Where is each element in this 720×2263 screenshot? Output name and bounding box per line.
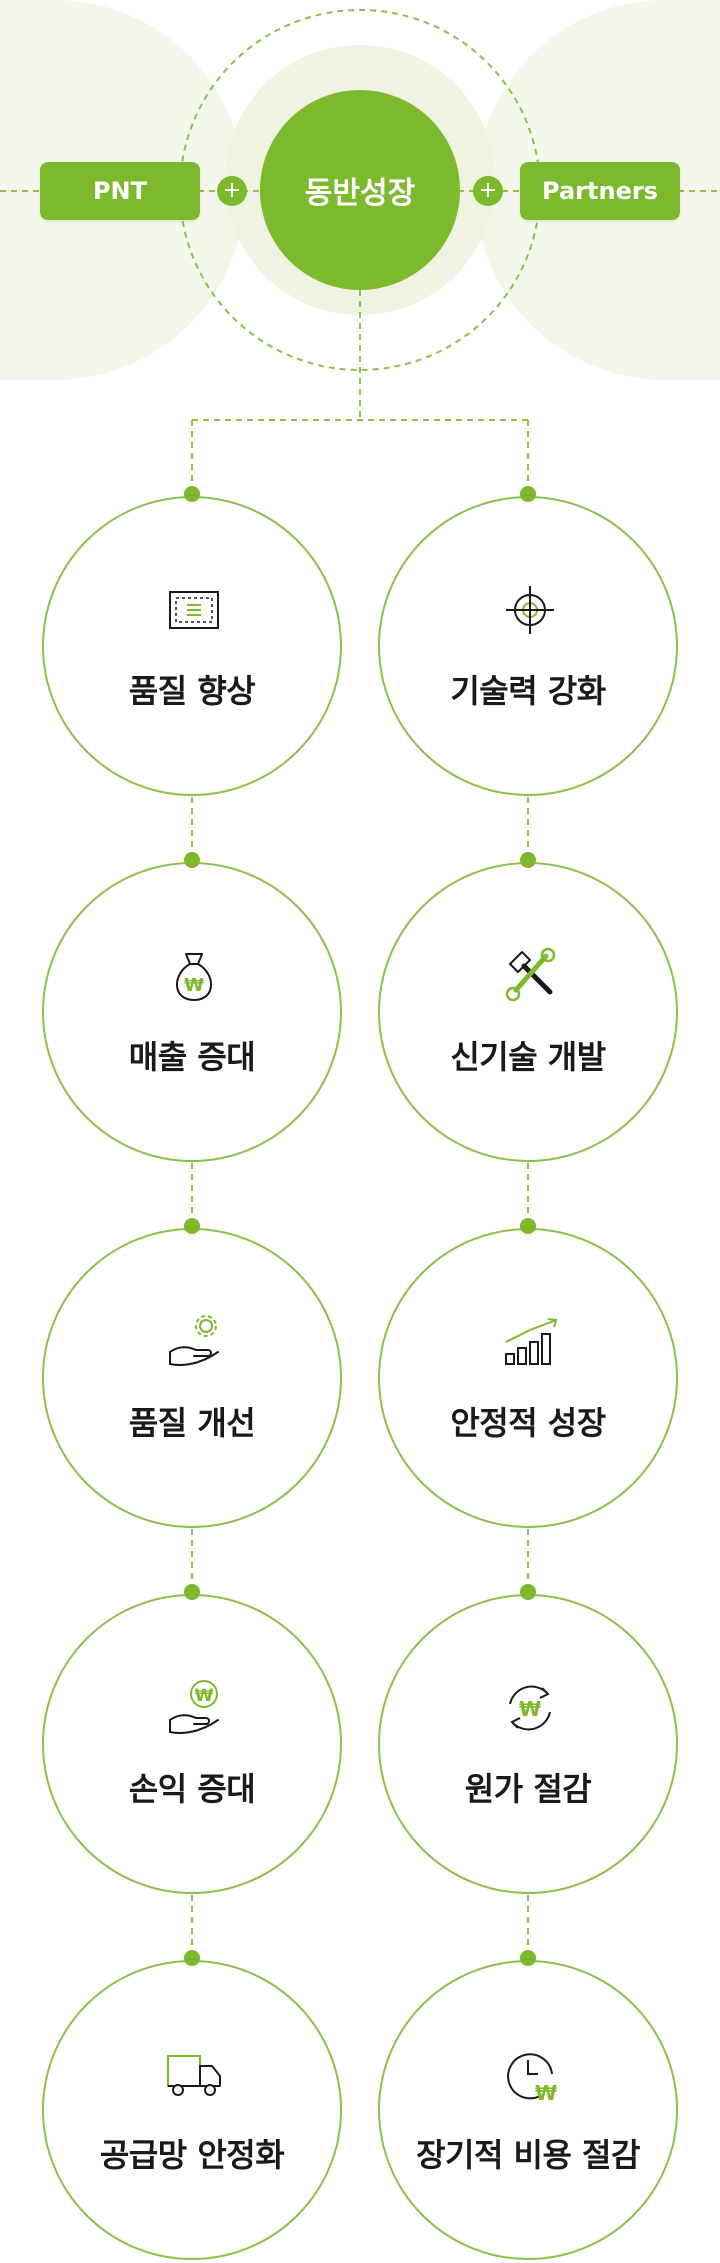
money-bag-won-icon: ₩ (176, 953, 212, 1002)
node-sales-increase: ₩ 매출 증대 (42, 862, 342, 1162)
node-label: 손익 증대 (128, 1770, 256, 1808)
node-supply-chain-stabilization: 공급망 안정화 (42, 1960, 342, 2260)
node-quality-enhancement: 품질 개선 (42, 1228, 342, 1528)
svg-text:₩: ₩ (195, 1686, 214, 1706)
hub-label: 동반성장 (304, 176, 416, 211)
node-cost-reduction: ₩ 원가 절감 (378, 1594, 678, 1894)
node-profit-increase: ₩ 손익 증대 (42, 1594, 342, 1894)
connector-dot (520, 1218, 536, 1234)
node-tech-strengthening: 기술력 강화 (378, 496, 678, 796)
crosshair-target-icon (506, 586, 554, 634)
partners-pill: Partners (520, 162, 680, 220)
connector-dot (184, 486, 200, 502)
node-label: 매출 증대 (128, 1038, 256, 1076)
svg-text:₩: ₩ (184, 975, 204, 996)
plus-icon-right: + (473, 176, 503, 206)
node-long-term-cost-reduction: ₩ 장기적 비용 절감 (378, 1960, 678, 2260)
clock-won-icon: ₩ (507, 2053, 557, 2104)
hammer-wrench-tools-icon (505, 947, 556, 1002)
won-cycle-arrows-icon: ₩ (509, 1685, 551, 1731)
connector-dot (184, 852, 200, 868)
hand-gear-icon (169, 1315, 219, 1366)
connector-dot (520, 486, 536, 502)
node-label: 품질 향상 (128, 672, 256, 710)
node-label: 안정적 성장 (450, 1404, 606, 1442)
connector-dot (520, 852, 536, 868)
node-label: 공급망 안정화 (99, 2136, 285, 2174)
delivery-truck-icon (167, 2055, 221, 2096)
node-label: 신기술 개발 (450, 1038, 606, 1076)
node-new-tech-development: 신기술 개발 (378, 862, 678, 1162)
node-label: 품질 개선 (128, 1404, 256, 1442)
hand-won-coin-icon: ₩ (169, 1680, 219, 1734)
node-stable-growth: 안정적 성장 (378, 1228, 678, 1528)
node-label: 원가 절감 (464, 1770, 592, 1808)
plus-icon-left: + (217, 176, 247, 206)
connector-dot (184, 1218, 200, 1234)
connector-dot (184, 1950, 200, 1966)
partners-pill-label: Partners (542, 177, 658, 205)
svg-text:₩: ₩ (519, 1697, 541, 1721)
hub-circle: 동반성장 (260, 90, 460, 290)
pnt-pill-label: PNT (92, 177, 148, 205)
svg-text:₩: ₩ (535, 2081, 557, 2104)
connector-dot (520, 1950, 536, 1966)
connector-dot (520, 1584, 536, 1600)
document-frame-icon (169, 591, 219, 629)
node-label: 기술력 강화 (450, 672, 606, 710)
connector-dot (184, 1584, 200, 1600)
growth-bar-chart-icon (505, 1318, 558, 1365)
node-quality-improvement: 품질 향상 (42, 496, 342, 796)
pnt-pill: PNT (40, 162, 200, 220)
node-label: 장기적 비용 절감 (416, 2136, 640, 2174)
